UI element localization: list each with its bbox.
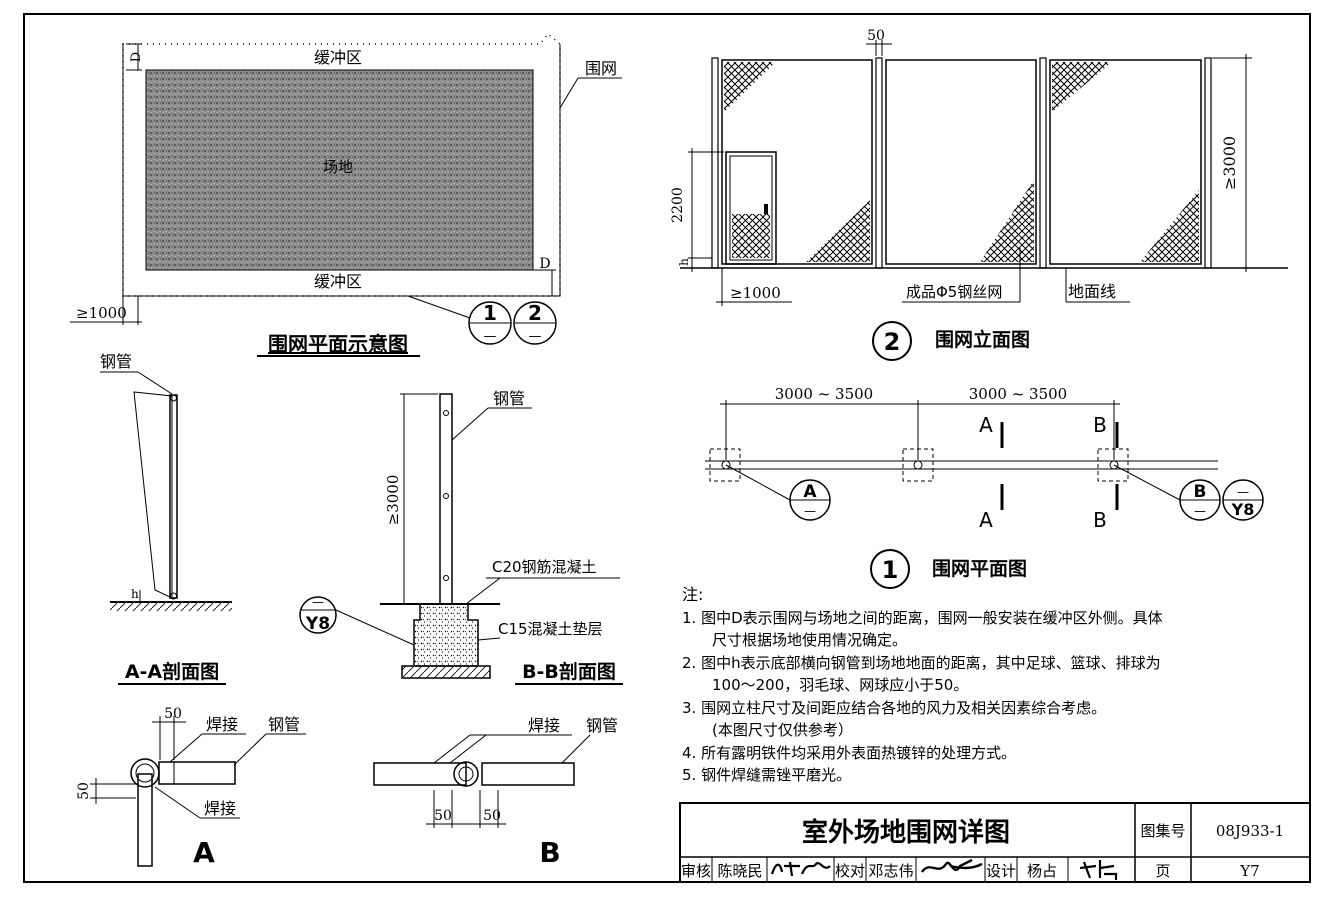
ref-2-sheet: — (529, 329, 542, 344)
note-5: 5. 钢件焊缝需锉平磨光。 (682, 766, 852, 784)
elev-mesh-label: 成品Φ5钢丝网 (906, 283, 1002, 301)
section-bb: ≥3000 钢管 C20钢筋混凝土 C15混凝土垫层 — Y8 B-B剖面图 (299, 389, 623, 685)
detail-b-pipe: 钢管 (586, 716, 618, 735)
plan-sketch: 场地 缓冲区 缓冲区 D D 围网 ≥1000 1 — 2 — 围网平面示意图 (70, 32, 622, 357)
designer-name: 杨占 (1027, 862, 1057, 880)
top-buffer-label: 缓冲区 (314, 48, 362, 67)
ref-1-sheet: — (484, 329, 497, 344)
aa-h-label: h (131, 587, 139, 601)
detail-a-label: A (193, 836, 215, 869)
title-block-title: 室外场地围网详图 (802, 817, 1010, 848)
bb-pipe-label: 钢管 (493, 389, 525, 408)
plan-span-2: 3000 ~ 3500 (969, 385, 1067, 403)
page-number: Y7 (1239, 862, 1259, 880)
notes-heading: 注: (682, 585, 704, 604)
atlas-label: 图集号 (1140, 822, 1185, 840)
plan-span-1: 3000 ~ 3500 (775, 385, 873, 403)
note-2: 2. 图中h表示底部横向钢管到场地地面的距离，其中足球、篮球、排球为 (682, 653, 1161, 672)
review-label: 审核 (681, 862, 711, 880)
bb-ref-top: — (312, 595, 324, 609)
bb-ref-sheet: Y8 (305, 614, 330, 634)
elev-title-number: 2 (884, 328, 901, 356)
detail-b-dim-right: 50 (483, 808, 501, 824)
plan-ref-y-top: — (1237, 485, 1249, 499)
plan-title: 围网平面图 (932, 558, 1027, 580)
note-3-cont: (本图尺寸仅供参考） (712, 721, 853, 739)
plan-title-number: 1 (882, 556, 899, 584)
dim-d-bottom: D (539, 256, 550, 272)
plan-ref-a-sheet: — (804, 504, 816, 518)
gate-door (725, 151, 777, 265)
ref-1-number: 1 (483, 301, 497, 325)
bottom-buffer-label: 缓冲区 (314, 272, 362, 291)
bb-title: B-B剖面图 (522, 660, 616, 683)
page-label: 页 (1155, 862, 1170, 880)
plan-ref-b: B (1194, 482, 1207, 502)
detail-a-pipe: 钢管 (268, 715, 300, 734)
bb-cushion-label: C15混凝土垫层 (498, 620, 603, 638)
design-label: 设计 (986, 862, 1016, 880)
note-1-cont: 尺寸根据场地使用情况确定。 (712, 631, 908, 649)
detail-a-weld-bottom: 焊接 (204, 799, 236, 818)
ref-2-number: 2 (528, 301, 542, 325)
detail-a-dim-side: 50 (76, 782, 92, 800)
bb-concrete-label: C20钢筋混凝土 (492, 558, 597, 576)
checker-signature (921, 858, 983, 873)
elev-dim-door: 2200 (670, 187, 686, 223)
elev-title: 围网立面图 (935, 328, 1030, 351)
reviewer-signature (770, 861, 831, 877)
aa-title: A-A剖面图 (125, 660, 219, 683)
plan-sketch-title: 围网平面示意图 (268, 332, 408, 356)
elev-dim-h: h (677, 258, 691, 266)
cut-b-bottom: B (1093, 508, 1107, 532)
detail-a-weld-top: 焊接 (206, 715, 238, 734)
sheet-border (23, 13, 1311, 883)
note-3: 3. 围网立柱尺寸及间距应结合各地的风力及相关因素综合考虑。 (682, 698, 1107, 717)
elevation: 50 ≥3000 2200 h ≥1000 成品Φ5钢丝网 地面线 2 围网立面… (670, 28, 1288, 361)
note-2-cont: 100～200，羽毛球、网球应小于50。 (712, 676, 969, 694)
bb-height-dim: ≥3000 (384, 475, 402, 526)
cut-b-top: B (1093, 413, 1107, 437)
detail-b-dim-left: 50 (434, 808, 452, 824)
title-block: 室外场地围网详图 图集号 08J933-1 页 Y7 审核 陈晓民 校对 邓志伟… (679, 802, 1311, 883)
detail-b-weld: 焊接 (528, 716, 560, 735)
aa-pipe-label: 钢管 (100, 352, 132, 371)
field-label: 场地 (323, 158, 353, 176)
fence-plan: 3000 ~ 3500 3000 ~ 3500 A A B B A — B — … (705, 385, 1264, 589)
designer-signature (1079, 860, 1118, 880)
detail-a-dim-top: 50 (164, 706, 182, 722)
elev-dim-min: ≥1000 (730, 284, 781, 302)
reviewer-name: 陈晓民 (717, 862, 762, 880)
fence-label: 围网 (585, 59, 617, 78)
plan-ref-a: A (803, 482, 817, 502)
atlas-number: 08J933-1 (1216, 822, 1284, 840)
dim-d-top: D (129, 52, 144, 62)
field-area (145, 69, 534, 271)
detail-b: 焊接 钢管 50 50 B (373, 716, 618, 869)
check-label: 校对 (835, 862, 865, 880)
detail-b-label: B (539, 836, 560, 869)
note-4: 4. 所有露明铁件均采用外表面热镀锌的处理方式。 (682, 743, 1017, 762)
notes: 注: 1. 图中D表示围网与场地之间的距离，围网一般安装在缓冲区外侧。具体 尺寸… (682, 584, 1292, 787)
plan-ref-y-sheet: Y8 (1231, 500, 1255, 519)
elev-dim-gap: 50 (867, 28, 885, 44)
dim-min-1000: ≥1000 (76, 304, 127, 322)
elev-dim-height: ≥3000 (1220, 136, 1239, 190)
elev-ground-label: 地面线 (1068, 282, 1116, 301)
cut-a-top: A (979, 413, 993, 437)
cut-a-bottom: A (979, 508, 993, 532)
section-aa: 钢管 h A-A剖面图 (100, 352, 232, 685)
checker-name: 邓志伟 (868, 862, 913, 880)
plan-ref-b-sheet: — (1194, 504, 1206, 518)
note-1: 1. 图中D表示围网与场地之间的距离，围网一般安装在缓冲区外侧。具体 (682, 608, 1163, 627)
detail-a: 50 50 焊接 钢管 焊接 A (76, 706, 306, 869)
